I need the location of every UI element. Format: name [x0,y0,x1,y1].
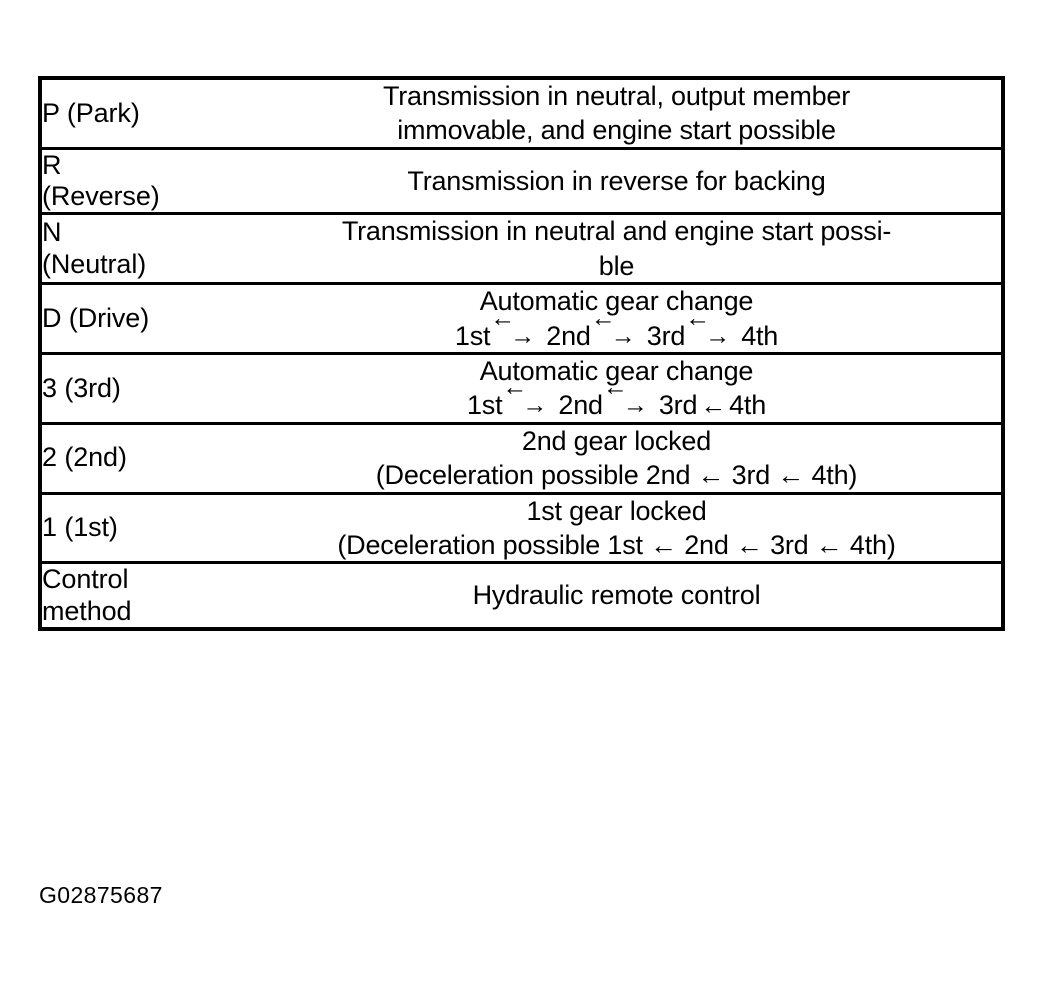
bidirectional-arrow-icon: ←→ [603,375,659,418]
description-line: Hydraulic remote control [472,580,761,611]
description-line: Transmission in neutral, output member [382,81,851,111]
arrow-right-icon: → [522,391,548,420]
function-description-cell: Transmission in neutral, output member im… [232,78,1003,150]
gear-label: 1st [454,320,491,351]
arrow-right-icon: → [622,391,648,420]
arrow-left-icon: ← [700,390,727,421]
arrow-right-icon: → [610,321,636,350]
description-line: 1st gear locked [526,495,707,526]
arrow-left-icon: ← [590,303,616,332]
gear-label: 3rd [646,320,686,351]
selector-position-cell: 3 (3rd) [40,353,232,425]
description-line: 2nd gear locked [521,425,712,456]
description-line: Automatic gear change [479,355,754,386]
function-description-cell: 2nd gear locked (Deceleration possible 2n… [232,423,1003,495]
selector-position-cell: P (Park) [40,78,232,150]
gear-selector-table: P (Park)Transmission in neutral, output … [38,76,1005,631]
gear-label: 4th [741,320,779,351]
description-line: Automatic gear change [479,286,754,317]
description-line: Transmission in reverse for backing [407,165,826,196]
table-row: 2 (2nd) 2nd gear locked (Deceleration poss… [40,423,1003,495]
gear-label: 4th [729,390,767,421]
gear-label: 2nd [558,390,603,421]
description-line: ble [598,250,635,281]
gear-label: 3rd [658,390,698,421]
table-row: P (Park)Transmission in neutral, output … [40,78,1003,150]
table-row: Control method Hydraulic remote control [40,563,1003,629]
arrow-right-icon: → [705,321,730,350]
gear-label: 2nd [546,320,591,351]
gear-change-sequence: 1st←→2nd←→3rd ← 4th [232,375,1001,421]
bidirectional-arrow-icon: ←→ [685,305,741,348]
selector-position-cell: 1 (1st) [40,493,232,565]
function-description-cell: Transmission in reverse for backing [232,148,1003,216]
bidirectional-arrow-icon: ←→ [502,375,558,418]
description-line: (Deceleration possible 2nd ← 3rd ← 4th) [375,460,858,491]
arrow-left-icon: ← [602,373,628,402]
arrow-left-icon: ← [685,303,710,332]
table-row: 1 (1st)1st gear locked(Deceleration poss… [40,493,1003,565]
selector-position-cell: D (Drive) [40,283,232,355]
selector-position-cell: Control method [42,564,132,626]
table-row: N (Neutral) Transmission in neutral and e… [40,213,1003,286]
table-row: R (Reverse) Transmission in reverse for b… [40,148,1003,216]
arrow-right-icon: → [510,321,536,350]
function-description-cell: Hydraulic remote control [232,563,1003,629]
selector-position-cell: R (Reverse) [40,148,232,216]
description-line: immovable, and engine start possible [397,115,836,146]
function-description-cell: Transmission in neutral and engine start… [232,213,1003,286]
bidirectional-arrow-icon: ←→ [490,305,546,348]
arrow-left-icon: ← [490,303,516,332]
description-line: (Deceleration possible 1st ← 2nd ← 3rd ←… [337,529,896,560]
description-line: Transmission in neutral and engine start… [341,216,892,247]
gear-label: 1st [466,390,503,421]
function-description-cell: 1st gear locked(Deceleration possible 1s… [232,493,1003,565]
arrow-left-icon: ← [502,373,528,402]
figure-caption: G02875687 [39,882,163,908]
selector-position-cell: 2 (2nd) [40,423,232,495]
selector-position-cell: N (Neutral) [40,213,232,286]
gear-change-sequence: 1st←→2nd←→3rd←→4th [232,305,1001,352]
bidirectional-arrow-icon: ←→ [591,305,647,348]
gear-table-body: P (Park)Transmission in neutral, output … [40,78,1003,629]
